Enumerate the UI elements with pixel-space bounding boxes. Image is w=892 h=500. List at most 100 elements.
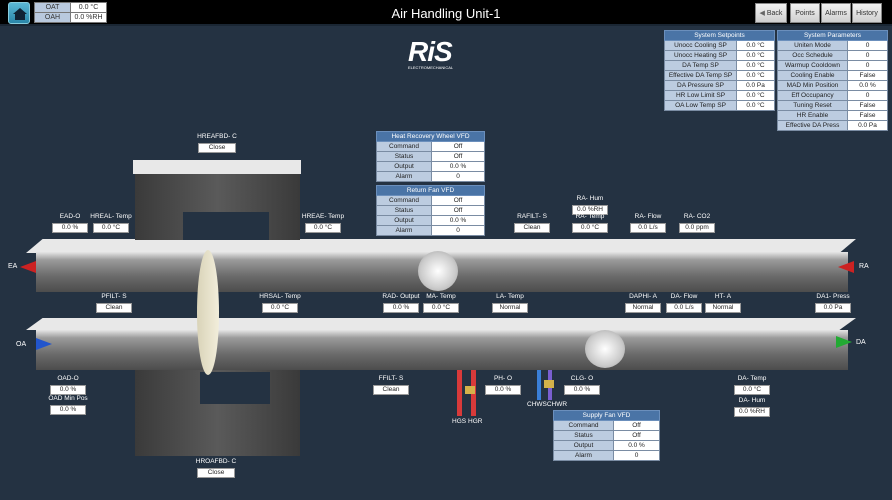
ma-label: MA- Temp: [426, 293, 456, 300]
ra-label: RA: [859, 263, 869, 270]
hreae-label: HREAE- Temp: [301, 213, 345, 220]
row-value: False: [847, 110, 888, 121]
outdoor-air-arrow-icon: [36, 338, 52, 350]
daphi-label: DAPHI- A: [629, 293, 657, 300]
table-title: System Parameters: [777, 30, 888, 41]
daflow-value[interactable]: 0.0 L/s: [666, 303, 702, 313]
row-value: False: [847, 70, 888, 81]
la-value[interactable]: Normal: [492, 303, 528, 313]
row-label: Cooling Enable: [777, 70, 848, 81]
ratemp-value[interactable]: 0.0 °C: [572, 223, 608, 233]
rafilt-label: RAFILT- S: [517, 213, 547, 220]
row-label: Status: [376, 151, 432, 162]
page-title: Air Handling Unit-1: [391, 6, 501, 21]
datemp-value[interactable]: 0.0 °C: [734, 385, 770, 395]
ris-logo: RiS ELECTROMECHANICAL: [408, 36, 454, 70]
row-label: HR Low Limit SP: [664, 90, 737, 101]
datemp-label: DA- Temp: [737, 375, 767, 382]
row-value: 0: [847, 50, 888, 61]
bypass-gap: [183, 212, 269, 240]
chws-chwr-label: CHWSCHWR: [527, 401, 568, 408]
row-label: Alarm: [553, 450, 614, 461]
row-value: 0.0 °C: [736, 50, 775, 61]
back-icon: ◀: [759, 10, 767, 17]
row-value: 0.0 %: [613, 440, 660, 451]
row-label: Output: [376, 161, 432, 172]
supply-duct: [36, 330, 848, 370]
alarms-button[interactable]: Alarms: [821, 3, 851, 23]
oad-value[interactable]: 0.0 %: [50, 385, 86, 395]
row-label: Warmup Cooldown: [777, 60, 848, 71]
raco2-value[interactable]: 0.0 ppm: [679, 223, 715, 233]
oa-label: OA: [16, 341, 27, 348]
hreae-value[interactable]: 0.0 °C: [305, 223, 341, 233]
history-button[interactable]: History: [852, 3, 882, 23]
row-label: Eff Occupancy: [777, 90, 848, 101]
hrsal-value[interactable]: 0.0 °C: [262, 303, 298, 313]
ht-value[interactable]: Normal: [705, 303, 741, 313]
row-value: Off: [613, 430, 660, 441]
ph-value[interactable]: 0.0 %: [485, 385, 521, 395]
da1press-value[interactable]: 0.0 Pa: [815, 303, 851, 313]
row-label: DA Temp SP: [664, 60, 737, 71]
row-value: 0.0 %: [431, 215, 485, 226]
back-button[interactable]: ◀ Back: [755, 3, 787, 23]
row-value: 0: [847, 60, 888, 71]
da1press-label: DA1- Press: [816, 293, 850, 300]
row-label: OA Low Temp SP: [664, 100, 737, 111]
exhaust-bypass-upper-top: [133, 160, 301, 174]
hgr-label: HGR: [468, 418, 483, 425]
ffilt-value[interactable]: Clean: [373, 385, 409, 395]
rahum-label: RA- Hum: [576, 195, 604, 202]
pfilt-value[interactable]: Clean: [96, 303, 132, 313]
ht-label: HT- A: [714, 293, 732, 300]
clg-value[interactable]: 0.0 %: [564, 385, 600, 395]
discharge-air-arrow-icon: [836, 336, 852, 348]
ma-value[interactable]: 0.0 °C: [423, 303, 459, 313]
rad-value[interactable]: 0.0 %: [383, 303, 419, 313]
return-fan: [418, 251, 458, 291]
oadmin-value[interactable]: 0.0 %: [50, 405, 86, 415]
row-label: DA Pressure SP: [664, 80, 737, 91]
rafilt-value[interactable]: Clean: [514, 223, 550, 233]
row-value: Off: [431, 195, 485, 206]
table-title: System Setpoints: [664, 30, 775, 41]
dahum-value[interactable]: 0.0 %RH: [734, 407, 770, 417]
ead-value[interactable]: 0.0 %: [52, 223, 88, 233]
hreal-value[interactable]: 0.0 °C: [93, 223, 129, 233]
cooling-valve-icon: [544, 380, 554, 388]
rahum-value[interactable]: 0.0 %RH: [572, 205, 608, 215]
row-value: 0.0 %: [847, 80, 888, 91]
raflow-value[interactable]: 0.0 L/s: [630, 223, 666, 233]
row-value: 0: [847, 90, 888, 101]
points-button[interactable]: Points: [790, 3, 820, 23]
hreafbd-value[interactable]: Close: [198, 143, 236, 153]
hroafbd-value[interactable]: Close: [197, 468, 235, 478]
heat-recovery-wheel: [197, 250, 219, 375]
raflow-label: RA- Flow: [634, 213, 662, 220]
row-value: 0: [613, 450, 660, 461]
daphi-value[interactable]: Normal: [625, 303, 661, 313]
bypass-gap-lower: [200, 372, 270, 404]
hgs-pipe: [457, 370, 462, 416]
row-label: Output: [376, 215, 432, 226]
home-button[interactable]: [8, 2, 30, 24]
